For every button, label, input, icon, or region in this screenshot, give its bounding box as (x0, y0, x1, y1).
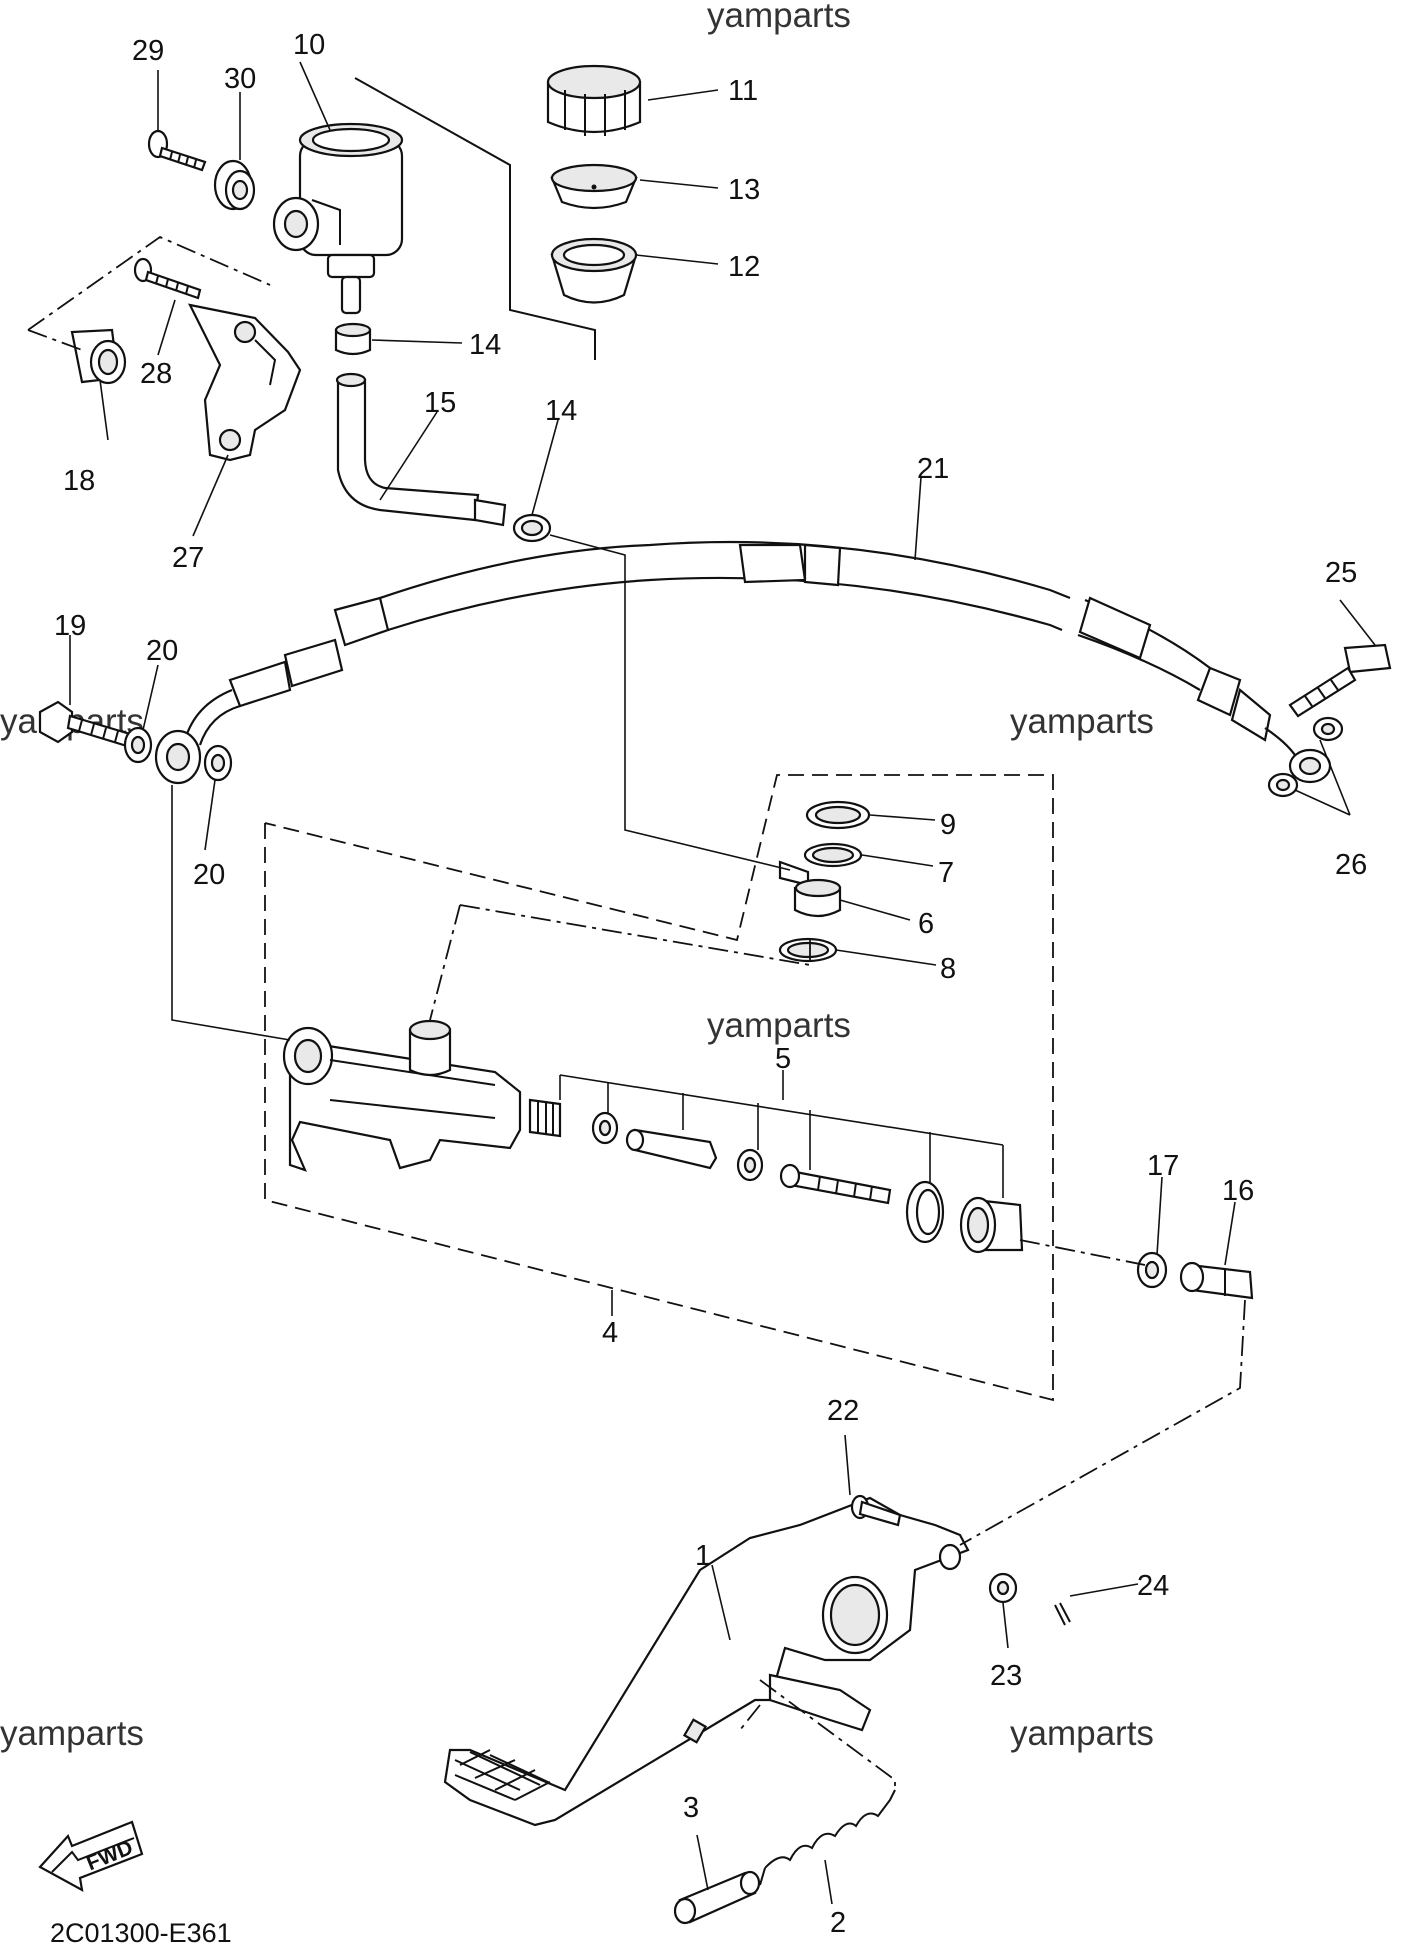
cotter-pin-part-24 (1054, 1602, 1071, 1626)
callout-23: 23 (990, 1660, 1022, 1692)
clip-part-14-upper (334, 322, 372, 356)
callout-4: 4 (602, 1317, 618, 1349)
clevis-part-16 (1179, 1261, 1254, 1300)
hose-joint-part-6 (778, 860, 842, 918)
callout-6: 6 (918, 908, 934, 940)
watermark-left-bottom: yamparts (0, 1714, 144, 1753)
circlip-part-7 (803, 842, 863, 868)
watermark-top: yamparts (707, 0, 851, 35)
o-ring-part-8 (778, 937, 838, 963)
part-5-bracket-line (559, 1074, 1004, 1198)
callout-14-upper: 14 (469, 329, 501, 361)
callout-12: 12 (728, 251, 760, 283)
callout-7: 7 (938, 857, 954, 889)
bracket-part-27 (188, 303, 302, 462)
banjo-bolt-part-19 (38, 700, 132, 748)
callout-3: 3 (683, 1792, 699, 1824)
piston-kit-parts-5 (528, 1098, 1024, 1254)
callout-22: 22 (827, 1395, 859, 1427)
pin-part-22 (850, 1494, 902, 1527)
watermark-center: yamparts (707, 1006, 851, 1045)
diaphragm-part-12 (550, 237, 638, 304)
seal-part-9 (805, 800, 871, 830)
callout-30: 30 (224, 63, 256, 95)
callout-24: 24 (1137, 1570, 1169, 1602)
fitting-to-cylinder-line (429, 904, 811, 1021)
callout-29: 29 (132, 35, 164, 67)
bolt-part-28 (133, 257, 202, 300)
callout-1: 1 (695, 1540, 711, 1572)
callout-21: 21 (917, 453, 949, 485)
kit-boundary-part-4 (264, 774, 1054, 1402)
watermark-right-bottom: yamparts (1010, 1714, 1154, 1753)
callout-2: 2 (830, 1907, 846, 1939)
reservoir-to-cap-line (354, 77, 596, 360)
washer-part-26-lower (1267, 772, 1299, 798)
brake-pedal-part-1 (443, 1496, 970, 1827)
fwd-arrow-icon (38, 1820, 144, 1893)
rod-to-clevis-line (1019, 1239, 1146, 1266)
callout-11: 11 (728, 75, 758, 107)
callout-20-lower: 20 (193, 859, 225, 891)
callout-13: 13 (728, 174, 760, 206)
bolt-part-29 (147, 129, 207, 172)
pedal-to-spring-line (739, 1679, 896, 1790)
nut-part-17 (1136, 1251, 1168, 1289)
reservoir-hose-part-15 (335, 372, 507, 527)
callout-18: 18 (63, 465, 95, 497)
clevis-to-pedal-line (959, 1299, 1246, 1546)
clip-part-14-lower (512, 513, 552, 543)
callout-26: 26 (1335, 849, 1367, 881)
callout-27: 27 (172, 542, 204, 574)
washer-part-26-upper (1312, 716, 1344, 742)
leader-lines (69, 61, 1376, 1905)
callout-5: 5 (775, 1043, 791, 1075)
washer-part-23 (988, 1572, 1018, 1604)
callout-15: 15 (424, 387, 456, 419)
callout-9: 9 (940, 809, 956, 841)
watermark-right-mid: yamparts (1010, 702, 1154, 741)
callout-8: 8 (940, 953, 956, 985)
sleeve-part-3 (673, 1870, 761, 1925)
callout-17: 17 (1147, 1150, 1179, 1182)
hose-to-fitting-line (549, 534, 791, 871)
banjo-bolt-part-25 (1288, 643, 1392, 718)
collar-part-18 (70, 328, 127, 385)
bracket-link-line (27, 235, 271, 351)
callout-25: 25 (1325, 557, 1357, 589)
master-cylinder-body (282, 1019, 522, 1172)
callout-10: 10 (293, 29, 325, 61)
washer-part-20-lower (203, 744, 233, 782)
callout-14-lower: 14 (545, 395, 577, 427)
diagram-code: 2C01300-E361 (50, 1918, 232, 1948)
reservoir-tank-part-10 (272, 122, 404, 315)
washer-part-20-upper (123, 726, 153, 764)
callout-20-upper: 20 (146, 635, 178, 667)
return-spring-part-2 (759, 1789, 896, 1886)
callout-16: 16 (1222, 1175, 1254, 1207)
callout-19: 19 (54, 610, 86, 642)
callout-28: 28 (140, 358, 172, 390)
diaphragm-plate-part-13 (550, 163, 638, 210)
brake-hose-part-21 (154, 540, 1332, 785)
reservoir-cap-part-11 (546, 64, 642, 136)
grommet-part-30 (213, 159, 256, 211)
washer-to-body-line (171, 785, 291, 1041)
